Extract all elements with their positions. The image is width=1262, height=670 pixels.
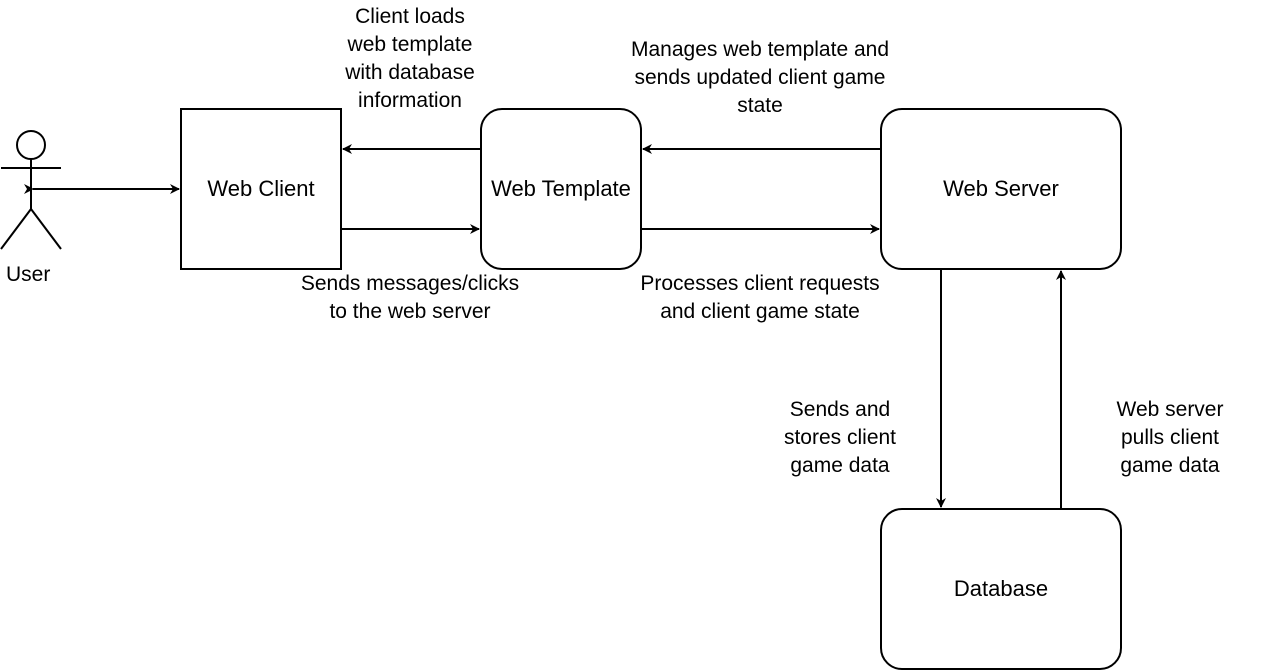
sends-stores-label: Sends and stores client game data	[783, 398, 897, 477]
client-loads-label: Client loads web template with database …	[345, 5, 475, 112]
database-box[interactable]: Database	[880, 508, 1122, 670]
web-server-box[interactable]: Web Server	[880, 108, 1122, 270]
manages-template-label: Manages web template and sends updated c…	[631, 38, 889, 117]
web-template-box[interactable]: Web Template	[480, 108, 642, 270]
pulls-data-label: Web server pulls client game data	[1116, 398, 1224, 477]
sends-messages-label: Sends messages/clicks to the web server	[300, 272, 520, 323]
processes-requests-label: Processes client requests and client gam…	[640, 272, 880, 323]
user-actor-icon	[0, 130, 62, 250]
user-label: User	[6, 263, 51, 286]
web-client-box[interactable]: Web Client	[180, 108, 342, 270]
